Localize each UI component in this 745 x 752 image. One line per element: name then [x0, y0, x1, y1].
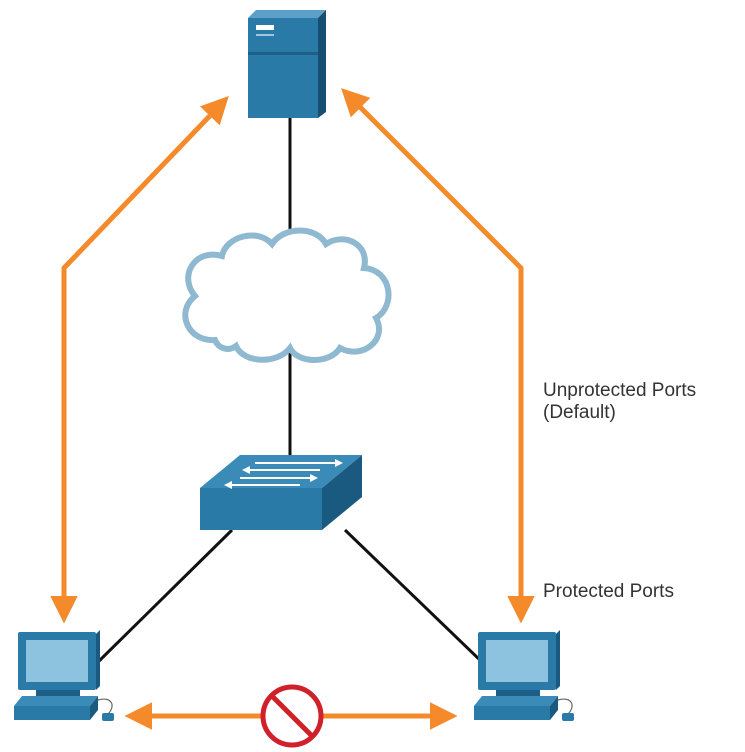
- server-icon: [248, 10, 326, 118]
- unprotected-ports-label-line1: Unprotected Ports: [543, 380, 697, 401]
- unprotected-ports-label: Unprotected Ports (Default): [543, 380, 696, 424]
- switch-icon: [200, 455, 362, 530]
- arrow-left-pc-server: [50, 96, 229, 624]
- network-links: [96, 118, 484, 664]
- pc-icon-right: [474, 630, 574, 721]
- link-switch-pc-right: [343, 528, 484, 664]
- pc-icon-left: [14, 630, 114, 721]
- unprotected-ports-label-line2: (Default): [543, 402, 616, 423]
- cloud-icon: [182, 227, 392, 363]
- link-switch-pc-left: [96, 528, 234, 664]
- arrow-right-pc-server: [341, 88, 535, 624]
- no-entry-icon: [260, 684, 324, 748]
- traffic-arrows: [50, 88, 535, 730]
- protected-ports-label: Protected Ports: [543, 581, 674, 602]
